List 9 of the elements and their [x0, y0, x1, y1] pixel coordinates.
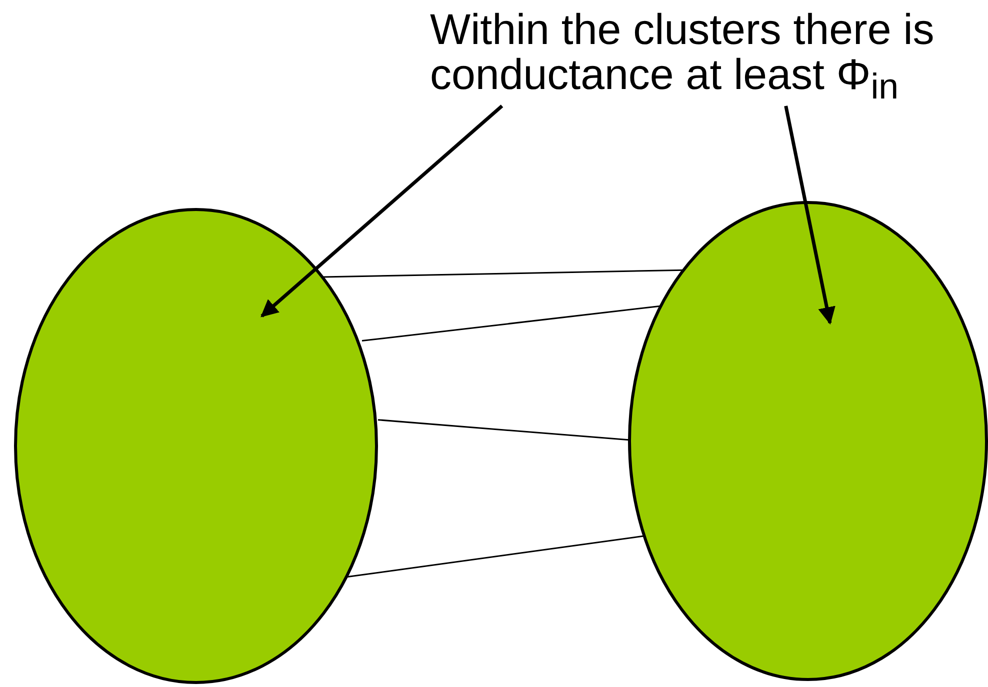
connecting-line: [378, 419, 630, 441]
cluster-ellipse: [14, 208, 378, 684]
connecting-line: [323, 269, 684, 278]
connecting-line: [362, 305, 660, 342]
leader-arrow: [260, 104, 504, 318]
cluster-ellipse: [628, 201, 988, 681]
annotation-text: Within the clusters there is conductance at least Φ$_{in}$: [430, 8, 986, 104]
leader-arrow: [784, 106, 836, 325]
connecting-line: [346, 535, 644, 578]
